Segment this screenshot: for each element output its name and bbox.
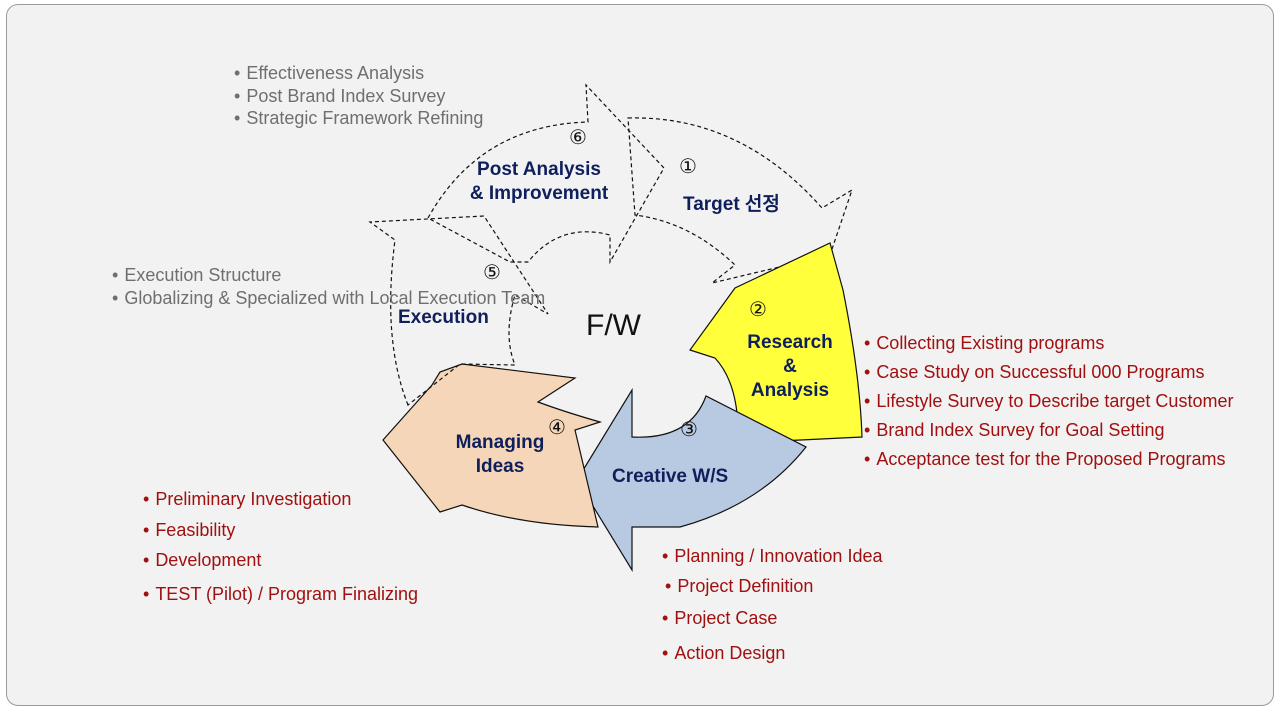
notes-research: Collecting Existing programs Case Study …	[864, 329, 1233, 474]
arrow-post	[427, 83, 665, 265]
note-item: Development	[143, 545, 418, 576]
arrow-creative	[576, 387, 807, 573]
stage-2-number: ②	[749, 297, 767, 321]
note-item: Acceptance test for the Proposed Program…	[864, 445, 1233, 474]
stage-4-number: ④	[548, 415, 566, 439]
arrow-target	[627, 117, 854, 284]
note-item: Preliminary Investigation	[143, 484, 418, 515]
note-item: Lifestyle Survey to Describe target Cust…	[864, 387, 1233, 416]
note-item: Globalizing & Specialized with Local Exe…	[112, 287, 545, 310]
note-item: Effectiveness Analysis	[234, 62, 483, 85]
notes-post-analysis: Effectiveness Analysis Post Brand Index …	[234, 62, 483, 130]
arrow-managing	[382, 363, 603, 528]
center-label: F/W	[586, 309, 641, 342]
note-item: Action Design	[662, 638, 882, 668]
notes-execution: Execution Structure Globalizing & Specia…	[112, 264, 545, 310]
stage-3-title: Creative W/S	[612, 466, 729, 487]
notes-creative: Planning / Innovation Idea Project Defin…	[662, 541, 882, 668]
note-item: Strategic Framework Refining	[234, 107, 483, 130]
note-item: TEST (Pilot) / Program Finalizing	[143, 579, 418, 610]
note-item: Project Definition	[665, 571, 882, 601]
stage-2-title: Research & Analysis	[747, 332, 833, 401]
stage-5-title: Execution	[398, 307, 489, 328]
note-item: Planning / Innovation Idea	[662, 541, 882, 571]
note-item: Collecting Existing programs	[864, 329, 1233, 358]
stage-1-title: Target 선정	[683, 194, 780, 215]
arrow-execution	[368, 215, 549, 406]
stage-3-number: ③	[680, 417, 698, 441]
stage-6-number: ⑥	[569, 125, 587, 149]
note-item: Feasibility	[143, 515, 418, 546]
note-item: Post Brand Index Survey	[234, 85, 483, 108]
note-item: Brand Index Survey for Goal Setting	[864, 416, 1233, 445]
stage-4-title: Managing Ideas	[455, 432, 545, 477]
note-item: Project Case	[662, 603, 882, 633]
stage-1-number: ①	[679, 154, 697, 178]
note-item: Execution Structure	[112, 264, 545, 287]
arrow-research	[689, 242, 863, 444]
stage-6-title: Post Analysis & Improvement	[469, 159, 609, 204]
notes-managing-ideas: Preliminary Investigation Feasibility De…	[143, 484, 418, 609]
note-item: Case Study on Successful 000 Programs	[864, 358, 1233, 387]
